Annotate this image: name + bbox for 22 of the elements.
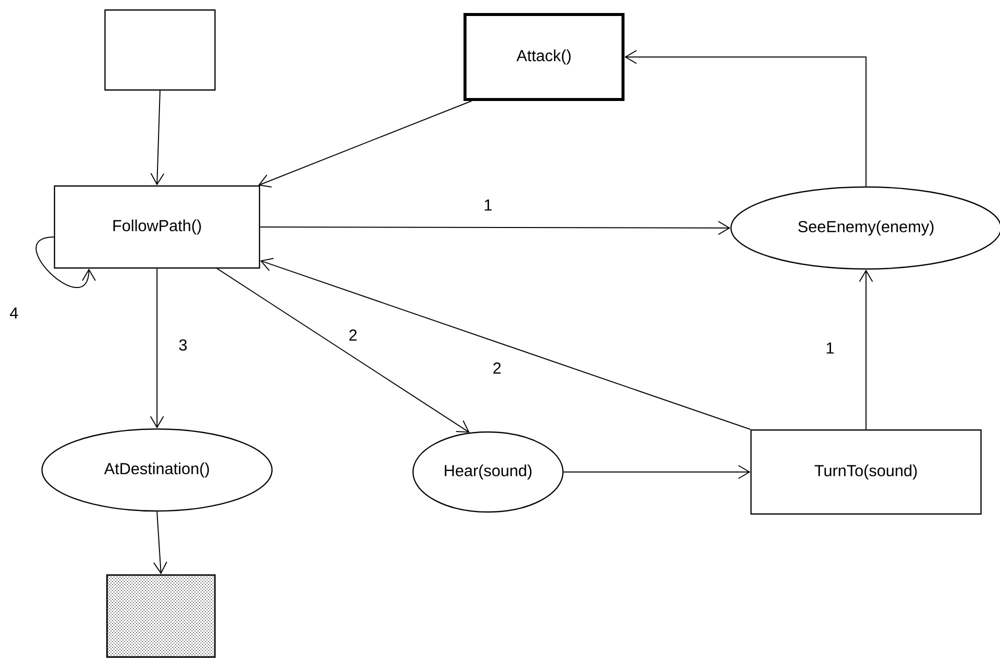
arrow <box>624 50 867 187</box>
process-box: FollowPath() <box>54 185 260 269</box>
process-box: Attack() <box>464 13 624 101</box>
arrow <box>216 268 470 433</box>
empty-box <box>104 9 216 91</box>
arrow <box>260 220 730 235</box>
edge-label: 2 <box>348 328 358 342</box>
arrow <box>153 511 168 574</box>
arrow <box>36 236 96 288</box>
arrow <box>859 270 874 430</box>
arrow <box>150 268 164 428</box>
edge-label: 1 <box>482 198 494 212</box>
textured-box <box>106 574 216 658</box>
edge-label: 3 <box>178 338 188 352</box>
arrow <box>150 90 164 186</box>
arrow <box>563 465 750 479</box>
edge-label: 1 <box>824 342 836 354</box>
arrow <box>258 100 472 188</box>
edge-label: 2 <box>492 361 502 375</box>
edge-label: 4 <box>8 306 20 320</box>
arrow <box>260 258 751 430</box>
process-box: TurnTo(sound) <box>750 429 982 515</box>
